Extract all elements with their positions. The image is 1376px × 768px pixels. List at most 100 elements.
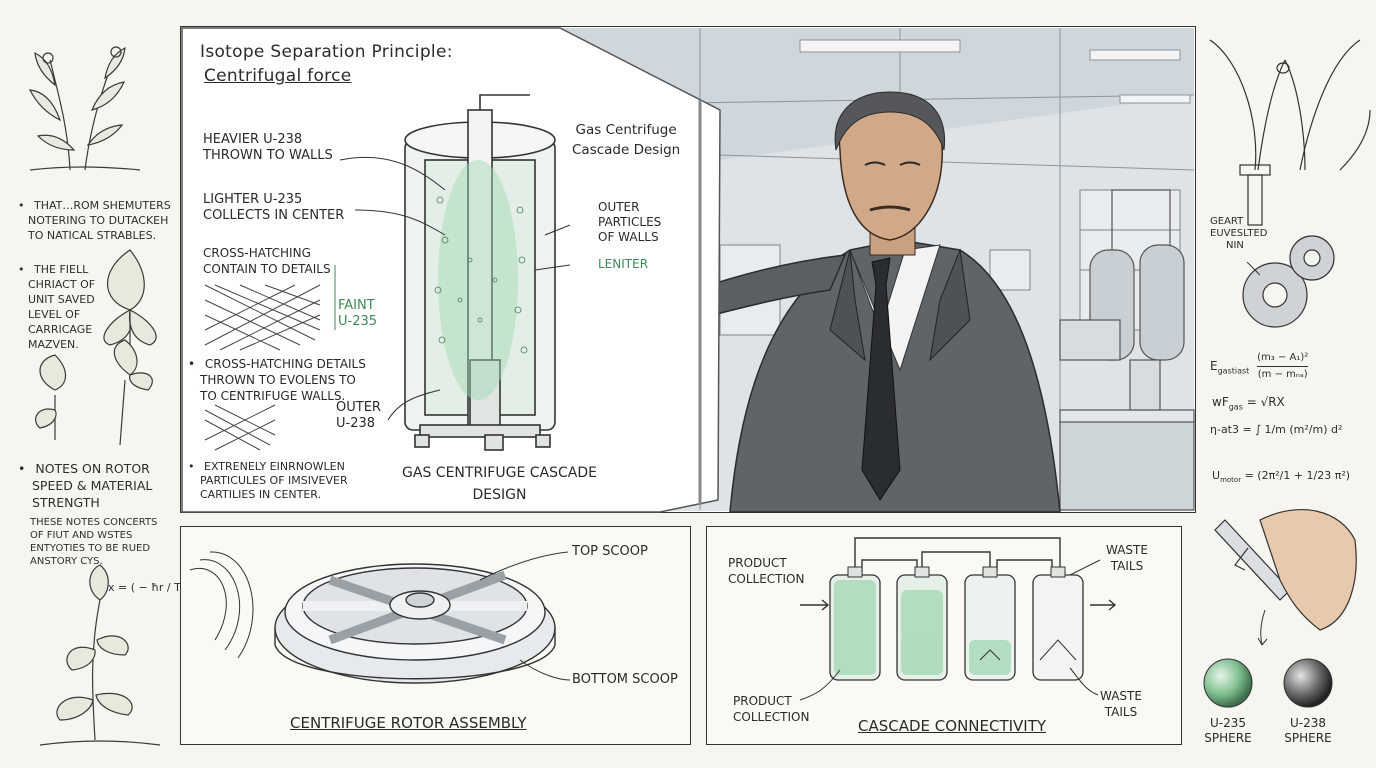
- eq-symbol: U: [1212, 469, 1221, 482]
- gear-label: GEART EUVESLTED NIN: [1210, 216, 1267, 252]
- label-line: Cascade Design: [572, 142, 681, 158]
- label-line: WASTE: [1100, 689, 1142, 703]
- left-note-1: THAT…ROM SHEMUTERS NOTERING TO DUTACKEH …: [18, 198, 188, 243]
- equation-3: η-at3 = ∫ 1/m (m²/m) d²: [1210, 422, 1342, 437]
- eq-rhs: ∫ 1/m (m²/m) d²: [1255, 423, 1343, 436]
- label-line: PARTICLES: [598, 215, 662, 229]
- eq-rhs: = √RX: [1246, 395, 1285, 409]
- rotor-caption: CENTRIFUGE ROTOR ASSEMBLY: [290, 714, 527, 732]
- eq-subscript: motor: [1220, 476, 1242, 485]
- label-extreme: EXTRENELY EINRNOWLEN PARTICULES OF IMSIV…: [188, 460, 348, 502]
- waste-tails-bottom: WASTE TAILS: [1100, 688, 1142, 720]
- label-line: CARTILIES IN CENTER.: [200, 488, 322, 501]
- note-line: MAZVEN.: [28, 338, 79, 351]
- label-line: PRODUCT: [728, 556, 787, 570]
- label-line: U-235: [338, 314, 378, 329]
- left-note-4: THESE NOTES CONCERTS OF FIUT AND WSTES E…: [30, 516, 190, 568]
- note-line: ENTYOTIES TO BE RUED: [30, 543, 151, 554]
- note-line: ANSTORY CYS.: [30, 556, 103, 567]
- label-line: COLLECTION: [733, 710, 810, 724]
- label-line: HEAVIER U-238: [203, 132, 303, 147]
- label-line: SPHERE: [1204, 731, 1252, 745]
- note-line: NOTES ON ROTOR: [35, 461, 150, 476]
- board-title-line-2: Centrifugal force: [204, 66, 352, 86]
- eq-symbol: E: [1210, 359, 1218, 373]
- label-line: U-238: [1289, 716, 1327, 730]
- note-line: NOTERING TO DUTACKEH: [28, 214, 169, 227]
- label-line: TAILS: [1110, 559, 1144, 573]
- label-line: OUTER: [598, 200, 640, 214]
- cascade-caption: CASCADE CONNECTIVITY: [858, 717, 1047, 735]
- note-line: NIN: [1226, 240, 1244, 251]
- left-formula: x = ( − ħr / T ): [108, 581, 189, 594]
- label-crosshatch-2: CROSS-HATCHING DETAILS THROWN TO EVOLENS…: [188, 356, 366, 404]
- label-line: CROSS-HATCHING DETAILS: [204, 357, 366, 371]
- label-line: LIGHTER U-235: [203, 192, 303, 207]
- left-note-3: NOTES ON ROTOR SPEED & MATERIAL STRENGTH: [18, 460, 188, 511]
- label-line: TO CENTRIFUGE WALLS.: [200, 389, 346, 403]
- note-line: GEART: [1210, 216, 1244, 227]
- equation-1: Egastiast (m₃ − A₁)² (m − mₙₐ): [1210, 350, 1370, 383]
- eq-lhs: η-at3 =: [1210, 423, 1252, 436]
- label-line: SPHERE: [1284, 731, 1332, 745]
- label-crosshatch-1: CROSS-HATCHING CONTAIN TO DETAILS: [203, 245, 331, 277]
- eq-symbol: wF: [1212, 395, 1229, 409]
- u235-sphere-label: U-235 SPHERE: [1200, 716, 1256, 746]
- board-title-line-1: Isotope Separation Principle:: [200, 42, 453, 62]
- label-lighter: LIGHTER U-235 COLLECTS IN CENTER: [203, 192, 344, 224]
- note-line: THAT…ROM SHEMUTERS: [34, 199, 171, 212]
- label-line: COLLECTS IN CENTER: [203, 208, 345, 223]
- label-line: OUTER: [336, 400, 381, 415]
- note-line: CHRIACT OF: [28, 278, 96, 291]
- label-line: WASTE: [1106, 543, 1148, 557]
- eq-rhs: = (2π²/1 + 1/23 π²): [1244, 469, 1351, 482]
- bottom-scoop-label: BOTTOM SCOOP: [572, 672, 678, 687]
- u238-sphere-label: U-238 SPHERE: [1280, 716, 1336, 746]
- note-line: STRENGTH: [32, 495, 100, 510]
- label-gas-title: Gas Centrifuge Cascade Design: [572, 120, 680, 160]
- label-line: U-238: [336, 416, 376, 431]
- note-line: TO NATICAL STRABLES.: [28, 229, 157, 242]
- waste-tails-top: WASTE TAILS: [1106, 542, 1148, 574]
- label-heavier: HEAVIER U-238 THROWN TO WALLS: [203, 132, 333, 164]
- board-title: Isotope Separation Principle: Centrifuga…: [200, 40, 453, 88]
- note-line: SPEED & MATERIAL: [32, 478, 153, 493]
- caption-line: DESIGN: [472, 487, 527, 503]
- label-line: THROWN TO WALLS: [203, 148, 333, 163]
- product-collection-top: PRODUCT COLLECTION: [728, 555, 804, 587]
- label-line: Gas Centrifuge: [575, 122, 677, 138]
- note-line: THESE NOTES CONCERTS: [30, 517, 158, 528]
- note-line: CARRICAGE: [28, 323, 93, 336]
- note-line: LEVEL OF: [28, 308, 81, 321]
- label-line: TAILS: [1104, 705, 1138, 719]
- label-line: COLLECTION: [728, 572, 805, 586]
- label-line: U-235: [1209, 716, 1247, 730]
- label-line: CONTAIN TO DETAILS: [203, 262, 331, 276]
- label-faint-u235: FAINT U-235: [338, 298, 377, 330]
- label-leniter: LENITER: [598, 257, 649, 271]
- note-line: THE FIELL: [34, 263, 89, 276]
- label-line: PRODUCT: [733, 694, 792, 708]
- label-line: OF WALLS: [598, 230, 659, 244]
- eq-fraction: (m₃ − A₁)² (m − mₙₐ): [1257, 350, 1309, 383]
- label-line: EXTRENELY EINRNOWLEN: [204, 460, 345, 473]
- caption-line: GAS CENTRIFUGE CASCADE: [402, 465, 597, 481]
- note-line: OF FIUT AND WSTES: [30, 530, 133, 541]
- equation-4: Umotor = (2π²/1 + 1/23 π²): [1212, 468, 1350, 488]
- label-line: THROWN TO EVOLENS TO: [200, 373, 356, 387]
- eq-numerator: (m₃ − A₁)²: [1257, 350, 1309, 367]
- note-line: EUVESLTED: [1210, 228, 1268, 239]
- top-scoop-label: TOP SCOOP: [572, 544, 648, 559]
- left-note-2: THE FIELL CHRIACT OF UNIT SAVED LEVEL OF…: [18, 262, 128, 352]
- eq-denominator: (m − mₙₐ): [1257, 369, 1308, 380]
- product-collection-bottom: PRODUCT COLLECTION: [733, 693, 809, 725]
- label-outer-particles: OUTER PARTICLES OF WALLS: [598, 200, 661, 245]
- label-line: PARTICULES OF IMSIVEVER: [200, 474, 348, 487]
- eq-subscript: gas: [1228, 402, 1243, 412]
- label-line: FAINT: [338, 298, 375, 313]
- equation-2: wFgas = √RX: [1212, 395, 1285, 414]
- label-outer-u238: OUTER U-238: [336, 400, 381, 432]
